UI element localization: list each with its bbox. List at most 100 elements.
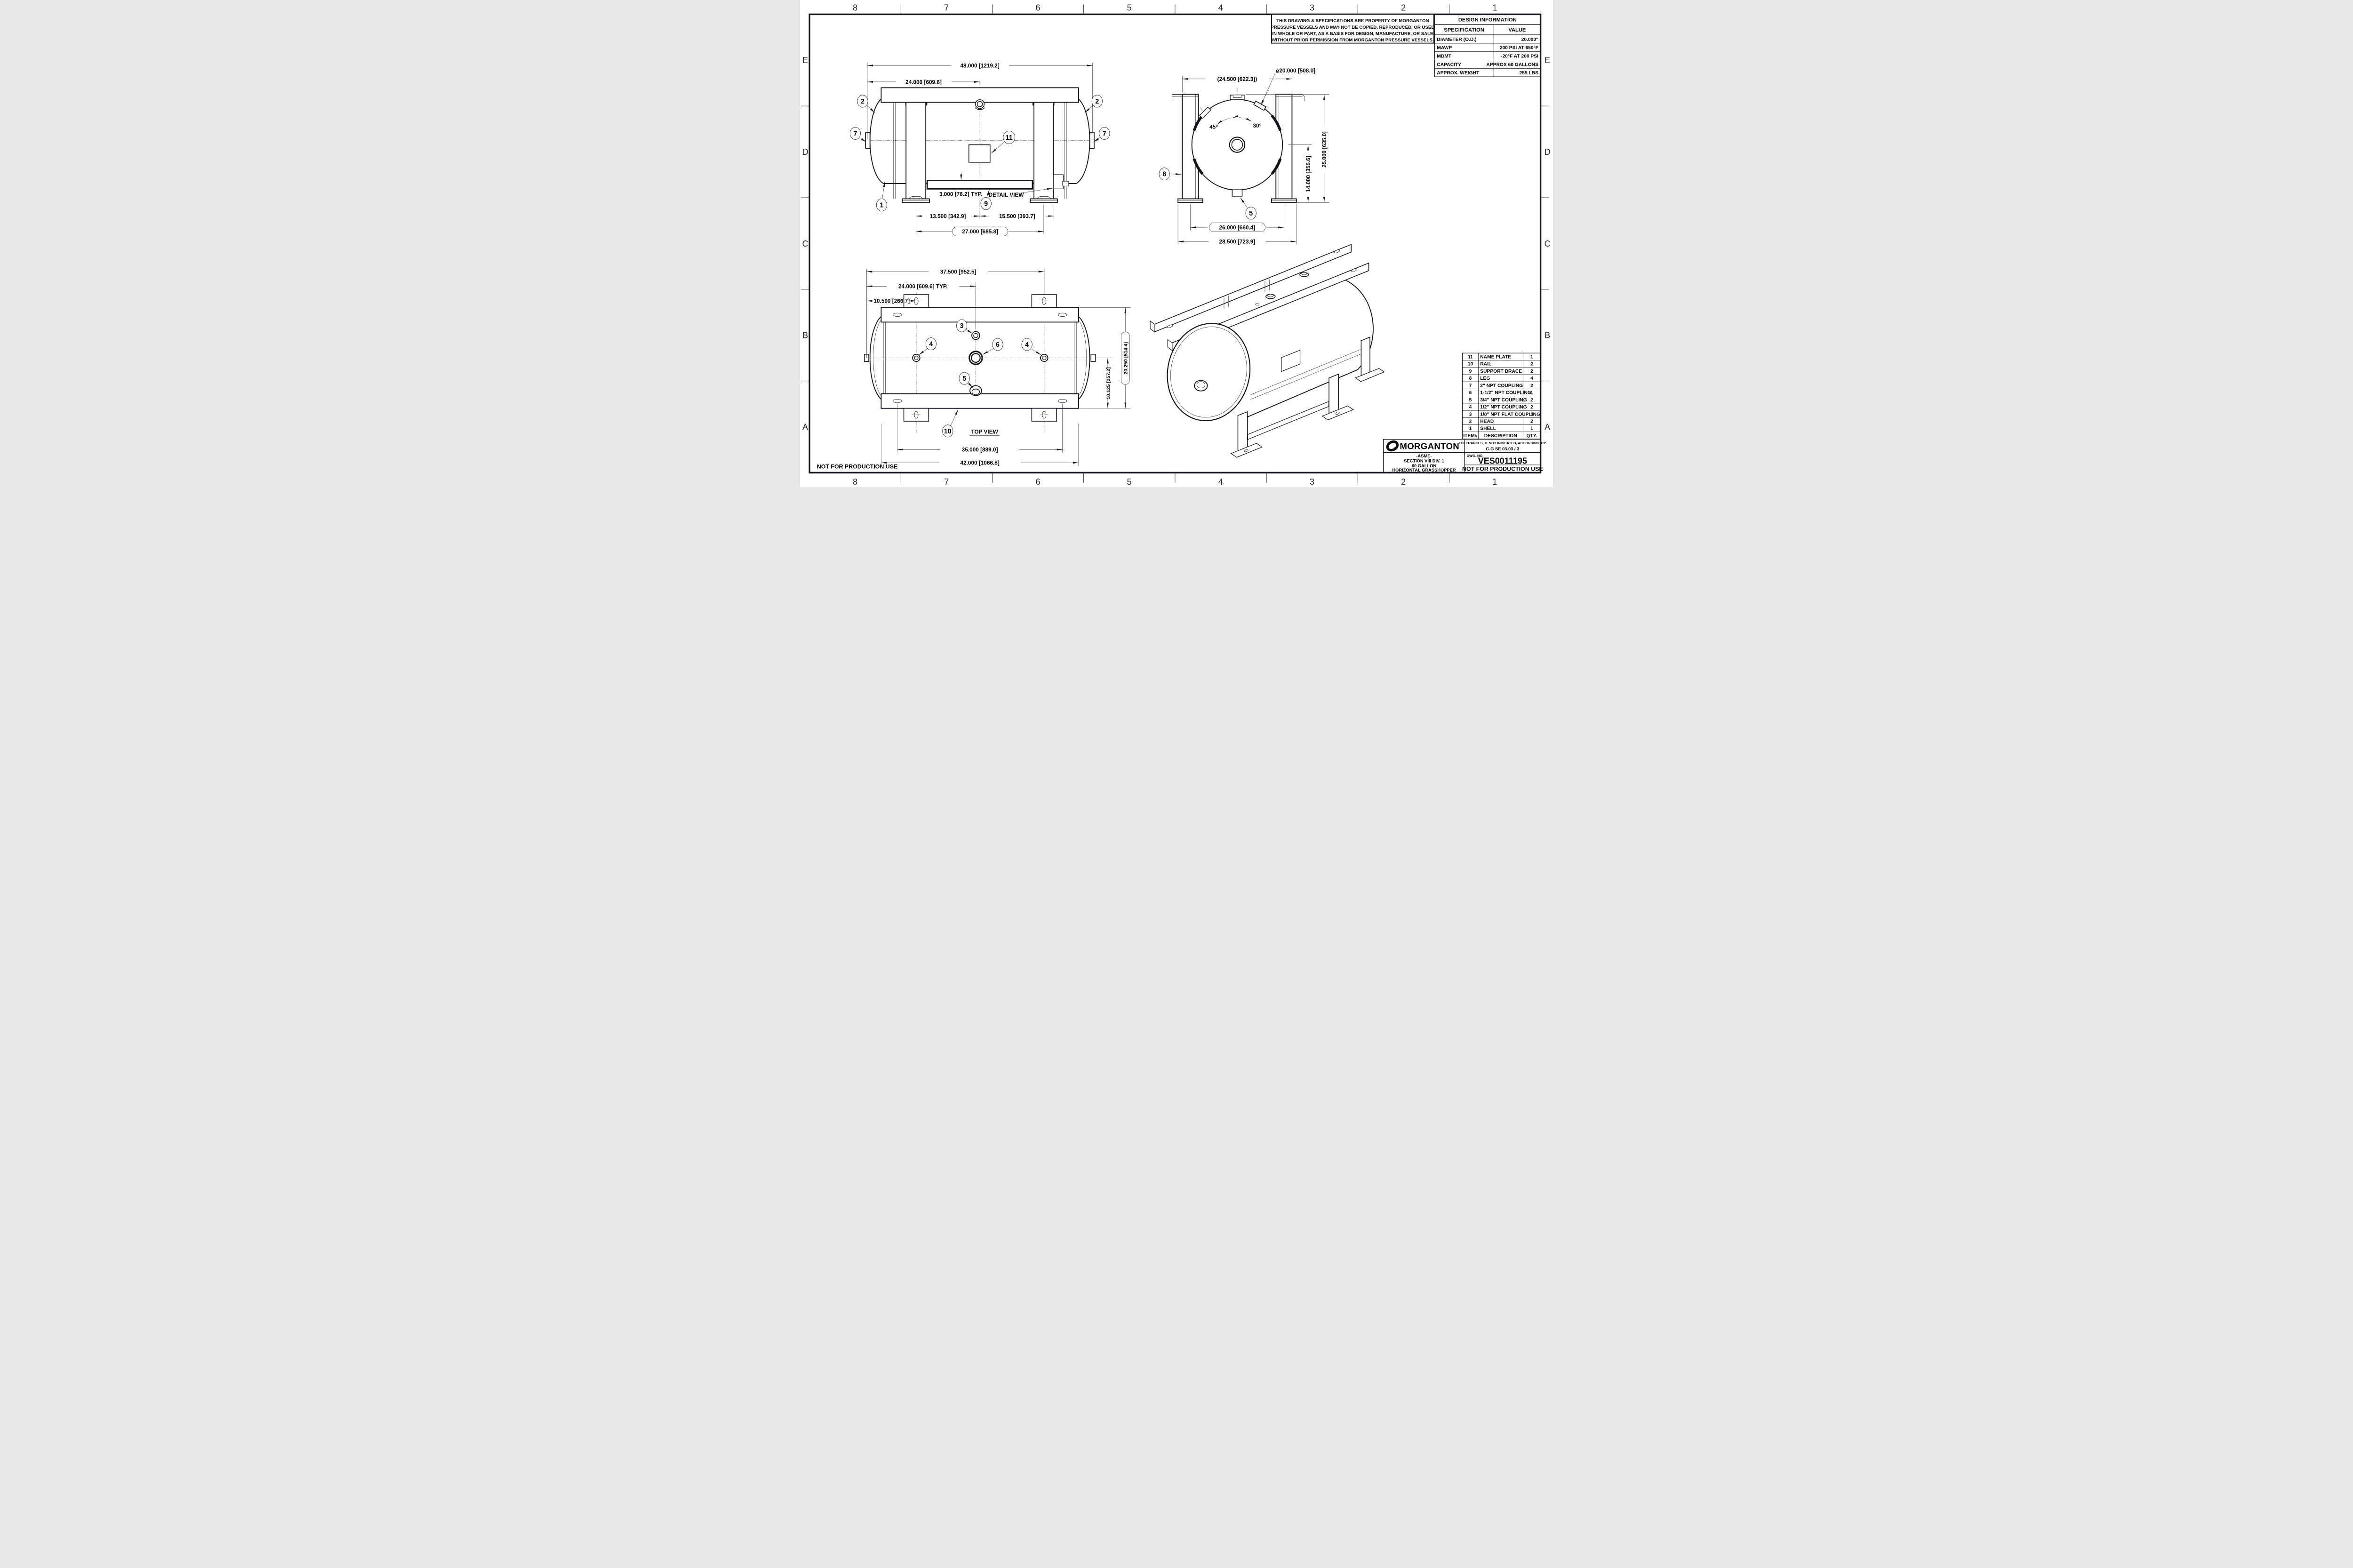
svg-text:1: 1 bbox=[1469, 426, 1472, 432]
svg-text:HORIZONTAL GRASSHOPPER: HORIZONTAL GRASSHOPPER bbox=[1392, 468, 1456, 472]
property-notice: THIS DRAWING & SPECIFICATIONS ARE PROPER… bbox=[1271, 14, 1434, 44]
rail-top bbox=[880, 307, 1079, 323]
svg-text:13.500 [342.9]: 13.500 [342.9] bbox=[930, 213, 966, 220]
balloon-support-brace: 9 bbox=[984, 200, 988, 208]
svg-text:C: C bbox=[1545, 239, 1551, 248]
svg-text:APPROX. WEIGHT: APPROX. WEIGHT bbox=[1437, 71, 1480, 76]
svg-text:HEAD: HEAD bbox=[1480, 419, 1494, 424]
title-block: MORGANTON -ASME- SECTION VIII DIV. 1 60 … bbox=[1383, 439, 1546, 473]
svg-text:3: 3 bbox=[1310, 3, 1314, 12]
svg-text:6: 6 bbox=[1035, 3, 1040, 12]
balloon-center-coupling: 6 bbox=[996, 341, 1000, 349]
svg-text:8: 8 bbox=[853, 477, 857, 487]
svg-text:D: D bbox=[1545, 147, 1551, 157]
svg-text:4: 4 bbox=[1218, 477, 1223, 487]
side-view-balloons: 2 2 7 7 11 1 9 bbox=[849, 95, 1110, 212]
svg-text:20.250 [514.4]: 20.250 [514.4] bbox=[1123, 342, 1129, 375]
svg-text:E: E bbox=[1545, 56, 1550, 65]
sheet-frame: 8 7 6 5 4 3 2 1 8 7 6 5 4 3 2 1 E D C B … bbox=[801, 3, 1551, 487]
svg-text:45°: 45° bbox=[1209, 123, 1218, 130]
svg-text:E: E bbox=[802, 56, 808, 65]
svg-text:60 GALLON: 60 GALLON bbox=[1412, 464, 1437, 468]
end-top-lug bbox=[1230, 95, 1245, 100]
balloon-half-coupling-right: 4 bbox=[1025, 341, 1029, 349]
svg-text:2: 2 bbox=[1530, 369, 1533, 374]
svg-text:10: 10 bbox=[1468, 362, 1473, 367]
npt2-stub-left bbox=[865, 132, 871, 149]
svg-text:42.000 [1066.8]: 42.000 [1066.8] bbox=[960, 460, 999, 466]
balloon-leg: 8 bbox=[1162, 171, 1166, 178]
angle-dimension: 45° 30° bbox=[1209, 116, 1262, 130]
svg-text:26.000 [660.4]: 26.000 [660.4] bbox=[1219, 224, 1256, 231]
detail-view-label: DETAIL VIEW bbox=[989, 192, 1024, 198]
top-view-balloons: 3 4 6 4 5 10 bbox=[919, 319, 1041, 438]
svg-text:1-1/2" NPT COUPLING: 1-1/2" NPT COUPLING bbox=[1480, 391, 1531, 396]
svg-text:-20°F AT 200 PSI: -20°F AT 200 PSI bbox=[1501, 54, 1538, 59]
svg-text:3.000 [76.2] TYP.: 3.000 [76.2] TYP. bbox=[939, 191, 983, 197]
end-view-dimensions: (24.500 [622.3]) ⌀20.000 [508.0] 14.000 … bbox=[1177, 67, 1329, 245]
svg-text:NAME PLATE: NAME PLATE bbox=[1480, 354, 1511, 360]
svg-text:3: 3 bbox=[1310, 477, 1314, 487]
svg-text:VALUE: VALUE bbox=[1508, 27, 1526, 33]
svg-text:5: 5 bbox=[1127, 477, 1132, 487]
svg-text:-ASME-: -ASME- bbox=[1416, 454, 1432, 458]
svg-text:9: 9 bbox=[1469, 369, 1472, 374]
svg-text:TOP VIEW: TOP VIEW bbox=[971, 428, 998, 435]
svg-text:15.500 [393.7]: 15.500 [393.7] bbox=[999, 213, 1035, 220]
name-plate bbox=[968, 144, 991, 163]
svg-text:10.500 [266.7]: 10.500 [266.7] bbox=[873, 298, 910, 304]
svg-text:QTY.: QTY. bbox=[1527, 433, 1537, 439]
svg-text:2: 2 bbox=[1530, 383, 1533, 388]
svg-text:SHELL: SHELL bbox=[1480, 426, 1496, 432]
design-info-title: DESIGN INFORMATION bbox=[1458, 17, 1517, 23]
svg-text:200 PSI AT 650°F: 200 PSI AT 650°F bbox=[1500, 46, 1538, 51]
svg-text:27.000 [685.8]: 27.000 [685.8] bbox=[962, 228, 998, 235]
brand-wordmark: MORGANTON bbox=[1400, 441, 1459, 451]
svg-text:C-G SE 03.03 / 3: C-G SE 03.03 / 3 bbox=[1486, 447, 1519, 451]
svg-text:1/8" NPT FLAT COUPLING: 1/8" NPT FLAT COUPLING bbox=[1480, 412, 1540, 417]
svg-text:LEG: LEG bbox=[1480, 376, 1490, 381]
design-info-table: DESIGN INFORMATION SPECIFICATION VALUE D… bbox=[1434, 14, 1541, 77]
svg-text:25.000 [635.0]: 25.000 [635.0] bbox=[1321, 131, 1328, 168]
svg-text:CAPACITY: CAPACITY bbox=[1437, 62, 1461, 67]
zone-col: 8 bbox=[853, 3, 857, 12]
svg-text:1: 1 bbox=[1530, 354, 1533, 360]
top-view-dimensions: 37.500 [952.5] 24.000 [609.6] TYP. 10.50… bbox=[866, 269, 1131, 466]
svg-text:2: 2 bbox=[1401, 3, 1406, 12]
svg-text:DWG. NO.: DWG. NO. bbox=[1467, 454, 1484, 458]
svg-text:SPECIFICATION: SPECIFICATION bbox=[1444, 27, 1484, 33]
notice-line: THIS DRAWING & SPECIFICATIONS ARE PROPER… bbox=[1276, 18, 1429, 24]
svg-text:WITHOUT PRIOR PERMISSION FROM: WITHOUT PRIOR PERMISSION FROM MORGANTON … bbox=[1272, 38, 1434, 43]
balloon-bottom-coupling-top: 5 bbox=[962, 375, 966, 383]
svg-text:1: 1 bbox=[1530, 391, 1533, 396]
svg-text:1: 1 bbox=[1492, 3, 1497, 12]
svg-text:24.000 [609.6] TYP.: 24.000 [609.6] TYP. bbox=[898, 283, 948, 290]
svg-text:2: 2 bbox=[1469, 419, 1472, 424]
svg-text:D: D bbox=[802, 147, 808, 157]
svg-text:6: 6 bbox=[1469, 391, 1472, 396]
balloon-coupling-right: 7 bbox=[1103, 130, 1106, 137]
balloon-name-plate: 11 bbox=[1006, 134, 1013, 142]
svg-text:2: 2 bbox=[1530, 419, 1533, 424]
rail-bottom bbox=[880, 393, 1079, 409]
balloon-shell: 1 bbox=[880, 202, 883, 209]
svg-text:4: 4 bbox=[1469, 405, 1472, 410]
svg-text:11: 11 bbox=[1468, 354, 1473, 360]
balloon-half-coupling-left: 4 bbox=[929, 341, 933, 348]
svg-text:ITEM#: ITEM# bbox=[1463, 433, 1477, 439]
svg-text:2: 2 bbox=[1530, 362, 1533, 367]
svg-text:37.500 [952.5]: 37.500 [952.5] bbox=[940, 269, 976, 275]
svg-text:APPROX 60 GALLONS: APPROX 60 GALLONS bbox=[1486, 62, 1538, 67]
watermark: NOT FOR PRODUCTION USE bbox=[817, 464, 898, 470]
svg-text:4: 4 bbox=[1530, 376, 1533, 381]
head-left-top bbox=[869, 314, 884, 401]
detail-bracket bbox=[1054, 174, 1069, 190]
end-center-coupling bbox=[1229, 136, 1246, 153]
balloon-coupling-left: 7 bbox=[853, 130, 857, 137]
svg-text:A: A bbox=[802, 422, 808, 432]
svg-text:48.000 [1219.2]: 48.000 [1219.2] bbox=[960, 63, 999, 69]
svg-text:SUPPORT BRACE: SUPPORT BRACE bbox=[1480, 369, 1522, 374]
side-view-dimensions: 48.000 [1219.2] 24.000 [609.6] 3.000 [76… bbox=[867, 63, 1093, 236]
